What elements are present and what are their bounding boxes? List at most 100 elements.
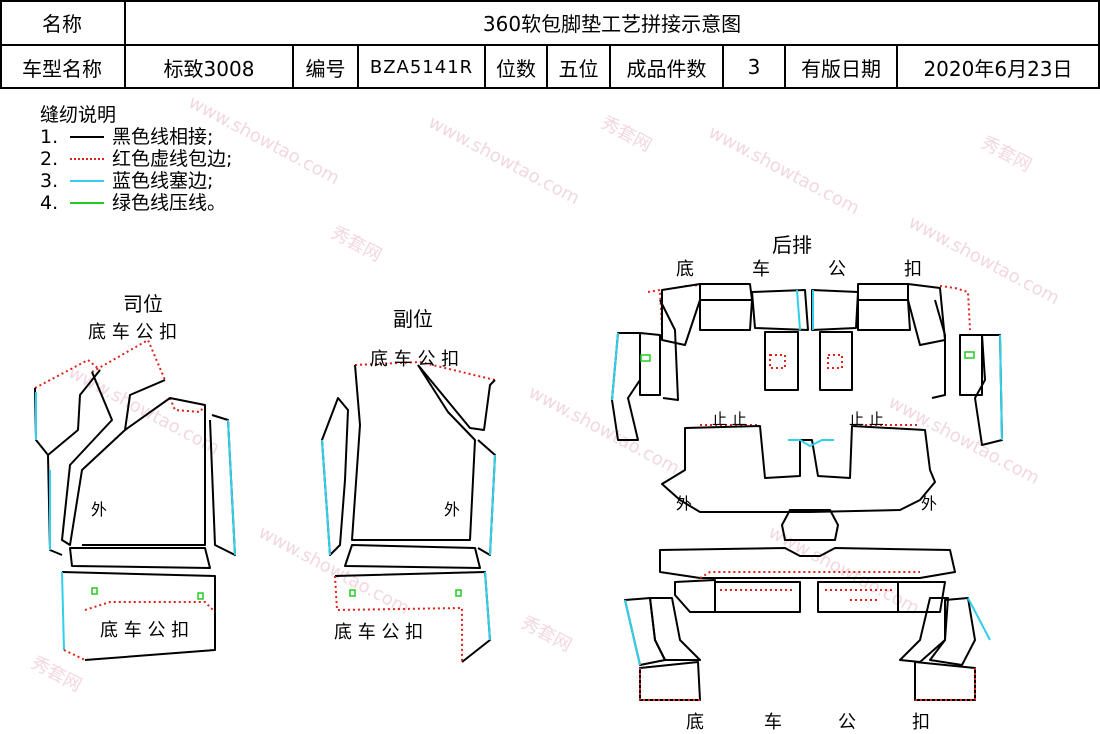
date-value: 2020年6月23日 [923,56,1073,81]
green-line-swatch [70,202,104,204]
legend-text: 红色虚线包边; [112,148,233,170]
table-divider [357,44,359,89]
legend-item: 1. 黑色线相接; [40,126,232,148]
passenger-piece-edge [484,571,491,641]
passenger-title: 副位 [393,307,433,331]
rear-piece-edge [624,599,641,666]
passenger-piece-edge [354,360,496,381]
rear-side-strip [639,332,661,396]
driver-mat [34,338,236,661]
driver-press-mark [197,592,204,600]
rear-stop-label: 止 止 [712,410,747,428]
driver-piece-edge [169,397,206,414]
rear-clip-top-label: 底 [676,259,694,280]
rear-stop-label: 止 止 [849,410,884,428]
rear-top-piece [811,289,859,331]
driver-press-mark [91,587,98,595]
table-divider [484,44,486,89]
rear-piece-edge [915,668,976,701]
rear-top-piece [907,283,946,346]
rear-clip-top-label: 公 [828,259,846,280]
passenger-press-mark [455,589,462,597]
page-title: 360软包脚垫工艺拼接示意图 [482,11,742,36]
rear-piece-edge [639,668,700,701]
rear-piece-edge [769,354,843,369]
table-border [0,0,1100,2]
passenger-press-mark [349,589,356,597]
table-divider [896,44,898,89]
legend-num: 3. [40,170,59,192]
driver-lower-panel [61,571,216,661]
rear-piece-edge [967,597,991,641]
table-border [1098,0,1100,89]
rear-clip-top-label: 扣 [904,259,922,280]
pieces-label: 成品件数 [626,56,707,81]
rear-clip-bottom-label: 公 [838,712,856,733]
passenger-outer-label: 外 [444,500,461,519]
code-label: 编号 [305,56,346,81]
rear-lower-piece [817,581,899,613]
table-divider [124,0,126,89]
legend-title: 缝纫说明 [40,104,117,126]
sewing-legend: 缝纫说明 1. 黑色线相接; 2. 红色虚线包边; 3. 蓝色线塞边; 4. 绿… [40,104,232,214]
passenger-clip-bottom-label: 底 车 公 扣 [334,622,424,643]
legend-num: 4. [40,192,59,214]
driver-piece-edge [63,601,216,661]
rear-tunnel-piece [819,331,853,391]
rear-piece-edge [796,289,801,331]
rear-corner-piece [649,597,701,661]
rear-top-piece [751,289,809,331]
rear-top-piece [699,299,753,331]
table-divider [722,44,724,89]
model-value: 标致3008 [163,56,255,81]
rear-lower-piece [897,581,946,613]
rear-press-mark [640,354,651,362]
driver-piece-edge [91,338,166,381]
driver-clip-top-label: 底 车 公 扣 [88,322,178,343]
legend-item: 3. 蓝色线塞边; [40,170,232,192]
legend-item: 4. 绿色线压线。 [40,192,232,214]
rear-outer-label: 外 [676,494,693,513]
rear-clip-bottom-label: 扣 [912,712,930,733]
table-divider [609,44,611,89]
table-divider [784,44,786,89]
black-line-swatch [70,136,104,138]
driver-outer-label: 外 [91,500,108,519]
red-dotted-swatch [70,158,104,160]
seats-value: 五位 [558,56,599,81]
driver-main-panel [82,397,206,546]
driver-piece [61,371,166,546]
rear-top-piece [661,283,701,346]
rear-press-mark [964,351,975,359]
rear-piece-edge [720,589,895,601]
rear-top-piece [857,283,909,301]
legend-text: 绿色线压线。 [112,192,227,214]
rear-lower-piece [714,581,801,613]
rear-mat [611,283,1003,701]
spec-header-table: 名称 360软包脚垫工艺拼接示意图 车型名称 标致3008 编号 BZA5141… [0,0,1100,89]
rear-side-strip [959,334,983,396]
rear-side-strip [659,299,679,401]
name-label: 名称 [42,11,82,36]
driver-piece-edge [227,419,236,556]
legend-num: 2. [40,148,59,170]
seats-label: 位数 [496,56,536,81]
code-value: BZA5141R [369,56,474,78]
driver-title: 司位 [123,292,163,316]
rear-side-strip [974,334,1003,446]
legend-item: 2. 红色虚线包边; [40,148,232,170]
rear-piece-edge [611,332,619,401]
pieces-value: 3 [747,55,761,79]
passenger-side-strip [321,397,349,556]
driver-heel-strip [69,547,211,569]
rear-center-hump [781,509,839,541]
passenger-piece-edge [489,454,496,556]
rear-corner-piece [914,661,976,701]
passenger-piece [417,364,496,431]
rear-clip-bottom-label: 底 [686,712,704,733]
rear-corner-piece [639,661,701,701]
rear-clip-bottom-label: 车 [764,712,782,733]
passenger-mat [321,360,496,663]
passenger-lower-panel [334,571,491,663]
